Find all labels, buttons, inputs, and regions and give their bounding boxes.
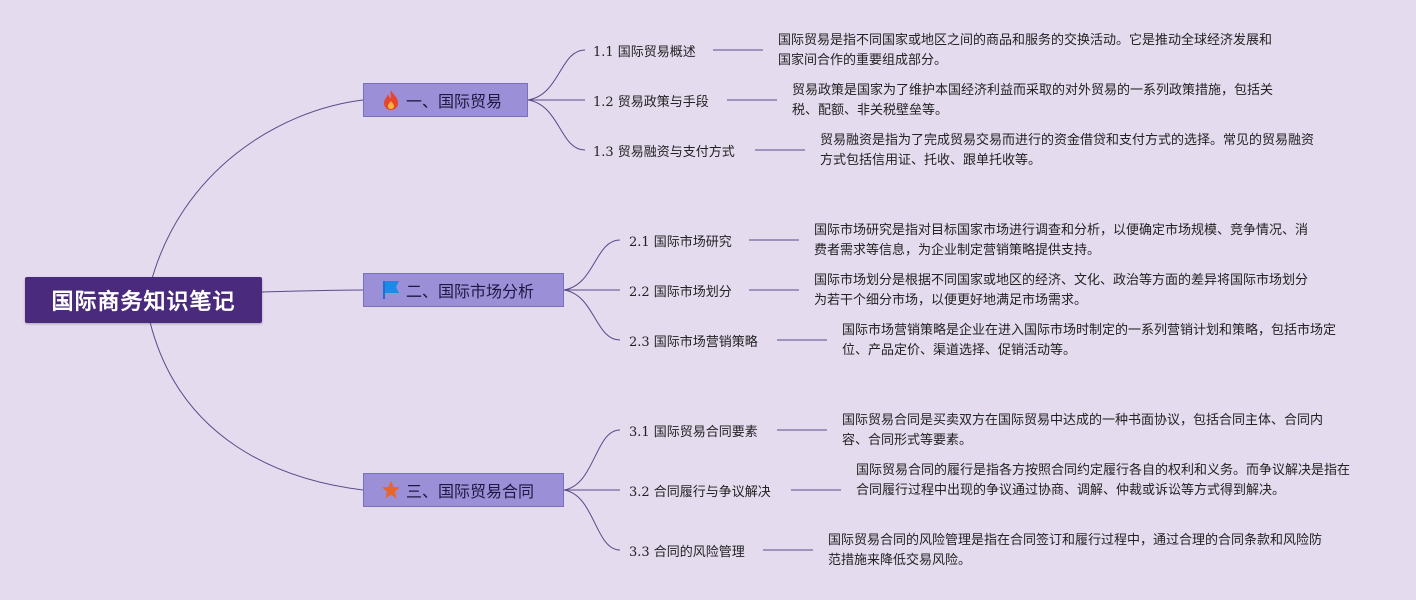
link-root-branch-1 [149,99,364,287]
topic-3-1[interactable]: 3.1 国际贸易合同要素 [629,425,758,440]
link-b2-t1 [563,239,621,291]
topic-1-2-description: 贸易政策是国家为了维护本国经济利益而采取的对外贸易的一系列政策措施，包括关税、配… [792,83,1274,118]
branch-node-market[interactable]: 二、国际市场分析 [363,273,564,307]
topic-3-2[interactable]: 3.2 合同履行与争议解决 [629,485,771,500]
topic-3-2-description: 国际贸易合同的履行是指各方按照合同约定履行各自的权利和义务。而争议解决是指在合同… [856,463,1351,498]
branch-node-contract[interactable]: 三、国际贸易合同 [363,473,564,507]
topic-1-1[interactable]: 1.1 国际贸易概述 [593,45,696,60]
topic-1-3[interactable]: 1.3 贸易融资与支付方式 [593,145,735,160]
branch-title: 三、国际贸易合同 [406,482,535,501]
link-root-branch-2 [261,289,364,293]
flag-icon [380,279,402,301]
branch-title: 一、国际贸易 [406,92,503,111]
branch-title: 二、国际市场分析 [406,282,535,301]
link-b3-t3 [563,489,621,551]
topic-2-2-description: 国际市场划分是根据不同国家或地区的经济、文化、政治等方面的差异将国际市场划分为若… [814,273,1309,308]
link-b3-t1 [563,429,621,491]
topic-2-1-description: 国际市场研究是指对目标国家市场进行调查和分析，以便确定市场规模、竞争情况、消费者… [814,223,1309,258]
topic-3-3-description: 国际贸易合同的风险管理是指在合同签订和履行过程中，通过合理的合同条款和风险防范措… [828,533,1323,568]
topic-2-3-description: 国际市场营销策略是企业在进入国际市场时制定的一系列营销计划和策略，包括市场定位、… [842,323,1337,358]
topic-2-2[interactable]: 2.2 国际市场划分 [629,285,732,300]
root-title: 国际商务知识笔记 [51,290,236,315]
topic-2-1[interactable]: 2.1 国际市场研究 [629,235,732,250]
topic-3-3[interactable]: 3.3 合同的风险管理 [629,545,745,560]
topic-2-3[interactable]: 2.3 国际市场营销策略 [629,335,758,350]
branch-node-trade[interactable]: 一、国际贸易 [363,83,528,117]
topic-1-1-description: 国际贸易是指不同国家或地区之间的商品和服务的交换活动。它是推动全球经济发展和国家… [778,33,1273,68]
topic-3-1-description: 国际贸易合同是买卖双方在国际贸易中达成的一种书面协议，包括合同主体、合同内容、合… [842,413,1324,448]
link-b1-t1 [527,49,586,101]
link-b2-t3 [563,289,621,341]
topic-1-3-description: 贸易融资是指为了完成贸易交易而进行的资金借贷和支付方式的选择。常见的贸易融资方式… [820,133,1315,168]
link-b1-t3 [527,99,586,151]
topic-1-2[interactable]: 1.2 贸易政策与手段 [593,95,709,110]
star-icon [380,479,402,501]
link-root-branch-3 [149,321,364,491]
fire-icon [380,89,402,111]
root-node[interactable]: 国际商务知识笔记 [25,277,262,323]
